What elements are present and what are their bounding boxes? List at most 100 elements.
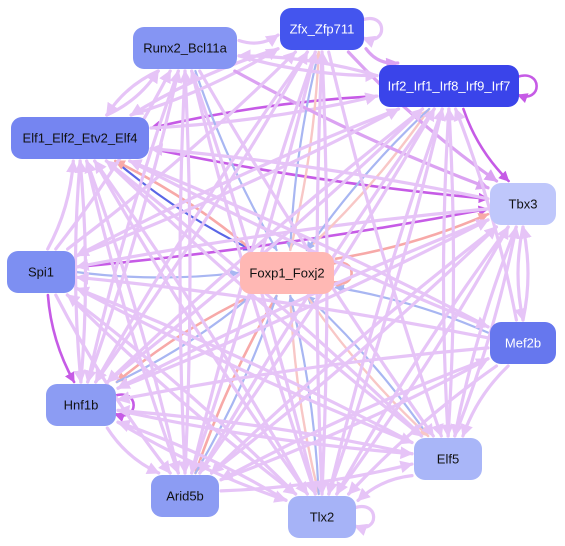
- edge-elf5-to-hnf1b: [116, 404, 414, 456]
- edge-foxp1-to-tbx3: [334, 212, 490, 260]
- node-runx2[interactable]: Runx2_Bcl11a: [133, 27, 237, 69]
- node-label: Foxp1_Foxj2: [249, 266, 324, 281]
- edge-tbx3-to-tlx2: [335, 225, 510, 496]
- node-arid5b[interactable]: Arid5b: [151, 475, 219, 517]
- node-irf[interactable]: Irf2_Irf1_Irf8_Irf9_Irf7: [379, 65, 519, 107]
- node-box: [7, 251, 75, 293]
- node-box: [379, 65, 519, 107]
- edge-runx2-to-zfx: [237, 33, 280, 47]
- edge-spi1-to-elf1: [46, 159, 79, 251]
- edge-irf-to-hnf1b: [105, 107, 425, 384]
- edge-foxp1-to-irf: [305, 107, 431, 252]
- node-label: Tbx3: [509, 197, 538, 212]
- edge-irf-to-elf1: [149, 94, 379, 131]
- edge-mef2b-to-tlx2: [347, 364, 498, 496]
- edge-tlx2-to-spi1: [65, 293, 298, 496]
- edge-arid5b-to-mef2b: [219, 357, 490, 482]
- node-tlx2[interactable]: Tlx2: [288, 496, 356, 538]
- edge-mef2b-to-tbx3: [519, 225, 532, 322]
- node-box: [151, 475, 219, 517]
- edge-spi1-to-tbx3: [75, 205, 490, 269]
- edge-tbx3-to-elf5: [450, 225, 518, 438]
- node-box: [133, 27, 237, 69]
- node-hnf1b[interactable]: Hnf1b: [46, 384, 116, 426]
- edge-spi1-to-tlx2: [65, 293, 298, 496]
- edge-tlx2-to-tlx2: [352, 504, 376, 536]
- edge-tbx3-to-arid5b: [210, 225, 498, 475]
- edge-irf-to-elf5: [441, 107, 454, 438]
- edge-hnf1b-to-irf: [105, 107, 425, 384]
- edge-mef2b-to-elf1: [128, 159, 490, 329]
- edge-arid5b-to-elf1: [84, 159, 180, 475]
- node-box: [240, 252, 334, 294]
- edge-elf5-to-irf: [443, 107, 456, 438]
- node-label: Elf5: [437, 452, 459, 467]
- edge-tlx2-to-irf: [327, 107, 446, 496]
- node-elf1[interactable]: Elf1_Elf2_Etv2_Elf4: [11, 117, 149, 159]
- node-spi1[interactable]: Spi1: [7, 251, 75, 293]
- edge-hnf1b-to-tlx2: [116, 420, 288, 503]
- node-zfx[interactable]: Zfx_Zfp711: [280, 8, 364, 50]
- node-box: [11, 117, 149, 159]
- node-box: [490, 322, 556, 364]
- edge-runx2-to-arid5b: [178, 69, 191, 475]
- node-label: Runx2_Bcl11a: [143, 41, 227, 56]
- edge-runx2-to-tbx3: [233, 69, 490, 190]
- node-tbx3[interactable]: Tbx3: [490, 183, 556, 225]
- edge-spi1-to-irf: [75, 107, 401, 258]
- node-box: [490, 183, 556, 225]
- edge-tbx3-to-spi1: [75, 207, 490, 272]
- edge-spi1-to-hnf1b: [46, 293, 76, 384]
- edge-hnf1b-to-arid5b: [105, 426, 161, 475]
- edge-elf5-to-tlx2: [356, 474, 414, 502]
- edge-arid5b-to-elf5: [219, 460, 414, 493]
- node-box: [288, 496, 356, 538]
- edge-spi1-to-zfx: [66, 50, 297, 251]
- node-label: Elf1_Elf2_Etv2_Elf4: [23, 131, 138, 146]
- edge-elf5-to-spi1: [75, 286, 414, 445]
- edge-mef2b-to-hnf1b: [116, 346, 490, 404]
- node-label: Arid5b: [166, 489, 204, 504]
- edge-hnf1b-to-elf1: [74, 159, 88, 384]
- edge-tlx2-to-tbx3: [335, 225, 510, 496]
- node-box: [414, 438, 482, 480]
- edge-irf-to-tbx3: [462, 107, 510, 183]
- node-box: [280, 8, 364, 50]
- edge-elf5-to-elf1: [104, 159, 424, 438]
- node-label: Tlx2: [310, 510, 335, 525]
- edge-tlx2-to-hnf1b: [116, 419, 288, 502]
- edge-irf-to-spi1: [75, 107, 401, 258]
- node-mef2b[interactable]: Mef2b: [490, 322, 556, 364]
- edge-tbx3-to-elf1: [149, 143, 490, 201]
- node-elf5[interactable]: Elf5: [414, 438, 482, 480]
- edge-irf-to-irf: [515, 74, 538, 104]
- edge-arid5b-to-runx2: [179, 69, 192, 475]
- edge-tbx3-to-mef2b: [514, 225, 527, 322]
- edge-spi1-to-elf5: [75, 286, 414, 445]
- edge-zfx-to-zfx: [360, 16, 384, 48]
- edge-arid5b-to-tbx3: [210, 225, 498, 475]
- edge-irf-to-tlx2: [325, 107, 444, 496]
- edge-elf1-to-hnf1b: [73, 159, 87, 384]
- node-label: Mef2b: [505, 336, 541, 351]
- node-label: Hnf1b: [64, 398, 99, 413]
- edge-hnf1b-to-tbx3: [116, 218, 490, 390]
- edge-mef2b-to-spi1: [75, 272, 490, 340]
- edge-hnf1b-to-runx2: [86, 69, 183, 384]
- edge-elf1-to-arid5b: [85, 159, 181, 475]
- edge-tbx3-to-hnf1b: [116, 218, 490, 390]
- edge-elf1-to-irf: [149, 92, 379, 130]
- edge-elf1-to-runx2: [105, 69, 160, 117]
- edge-runx2-to-hnf1b: [83, 69, 180, 384]
- node-box: [46, 384, 116, 426]
- edge-hnf1b-to-elf5: [116, 408, 414, 460]
- edge-elf1-to-mef2b: [128, 159, 490, 329]
- node-foxp1[interactable]: Foxp1_Foxj2: [240, 252, 334, 294]
- node-label: Zfx_Zfp711: [290, 22, 355, 37]
- edge-foxp1-to-elf5: [305, 294, 430, 438]
- edge-zfx-to-irf: [364, 47, 400, 71]
- node-label: Irf2_Irf1_Irf8_Irf9_Irf7: [388, 79, 511, 94]
- node-label: Spi1: [28, 265, 54, 280]
- edge-mef2b-to-arid5b: [219, 357, 490, 482]
